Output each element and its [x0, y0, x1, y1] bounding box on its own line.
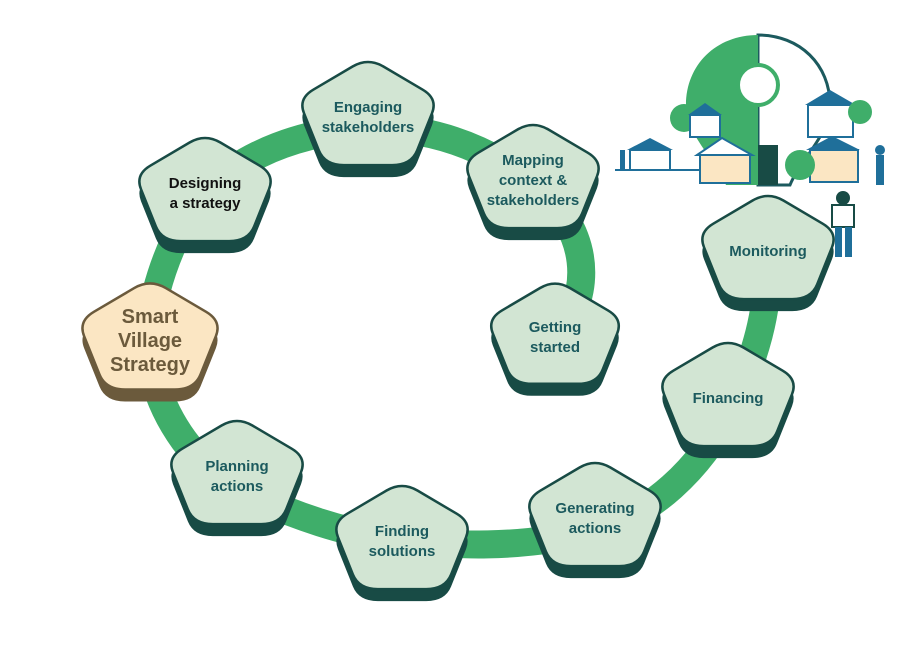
node-label: actions: [211, 478, 264, 495]
node-label: Finding: [375, 523, 429, 540]
node-face: [335, 484, 469, 591]
village-illustration: [615, 33, 885, 257]
node-label: Financing: [693, 390, 764, 407]
node-label: solutions: [369, 543, 436, 560]
node-monitoring: Monitoring: [701, 194, 835, 312]
node-face: [466, 123, 600, 230]
node-mapping: Mapping context & stakeholders: [466, 123, 600, 241]
node-label: Smart: [122, 306, 179, 328]
node-financing: Financing: [661, 341, 795, 459]
node-label: Generating: [555, 500, 634, 517]
node-finding: Finding solutions: [335, 484, 469, 602]
node-label: Strategy: [110, 354, 191, 376]
node-getting-started: Getting started: [489, 282, 621, 396]
node-label: Mapping: [502, 152, 564, 169]
node-face: [701, 194, 835, 301]
node-generating: Generating actions: [528, 461, 662, 579]
node-label: stakeholders: [487, 192, 580, 209]
node-label: Planning: [205, 458, 268, 475]
node-label: Getting: [529, 319, 582, 336]
node-face: [528, 461, 662, 568]
node-label: a strategy: [170, 195, 242, 212]
node-designing: Designing a strategy: [138, 136, 272, 254]
node-label: actions: [569, 520, 622, 537]
node-label: started: [530, 339, 580, 356]
node-label: Village: [118, 330, 182, 352]
node-face: [138, 136, 272, 243]
node-label: Designing: [169, 175, 242, 192]
node-face: [489, 282, 621, 386]
node-face: [661, 341, 795, 448]
node-engaging: Engaging stakeholders: [301, 60, 435, 178]
node-label: stakeholders: [322, 119, 415, 136]
node-face: [81, 282, 219, 391]
node-face: [170, 419, 304, 526]
node-label: Monitoring: [729, 243, 806, 260]
node-planning: Planning actions: [170, 419, 304, 537]
node-label: context &: [499, 172, 568, 189]
node-face: [301, 60, 435, 167]
node-label: Engaging: [334, 99, 402, 116]
